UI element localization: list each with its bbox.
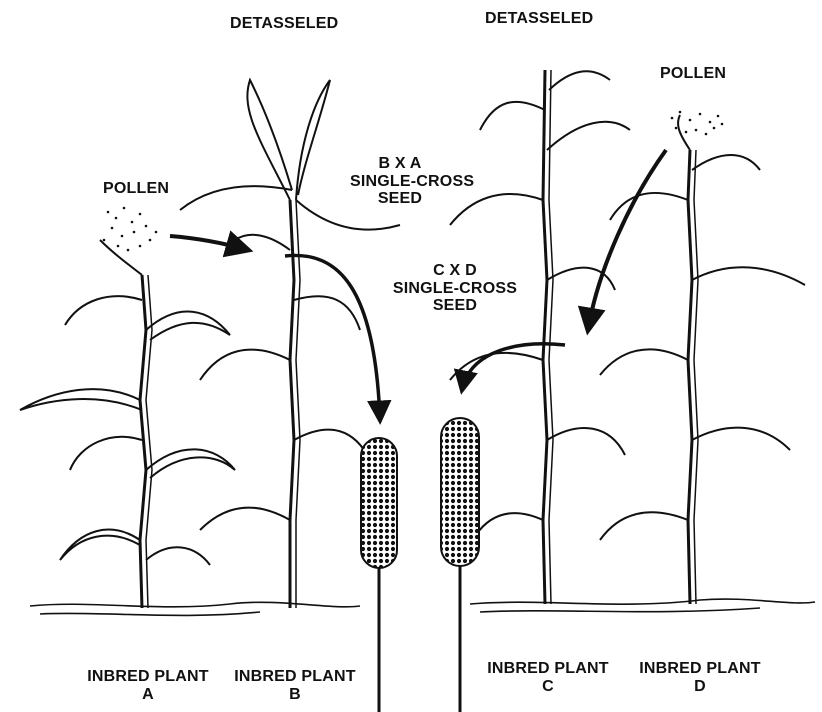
seed-ear-cxd bbox=[441, 418, 479, 566]
bxa-cross-label: B X A bbox=[350, 155, 450, 173]
plant-label-a: INBRED PLANT A bbox=[78, 668, 218, 703]
seed-ear-bxa bbox=[361, 438, 397, 568]
cxd-cross-label: C X D bbox=[385, 262, 525, 280]
plant-c-name: INBRED PLANT bbox=[478, 660, 618, 678]
pollen-label-right: POLLEN bbox=[660, 65, 726, 83]
bxa-single-cross-label: SINGLE-CROSS bbox=[350, 173, 450, 191]
pollen-arrow-right bbox=[588, 150, 666, 330]
cxd-seed-label: C X D SINGLE-CROSS SEED bbox=[385, 262, 525, 315]
detasseled-label-left: DETASSELED bbox=[230, 15, 338, 33]
plant-d bbox=[600, 115, 805, 604]
detasseled-label-right: DETASSELED bbox=[485, 10, 593, 28]
bxa-seed-label: B X A SINGLE-CROSS SEED bbox=[350, 155, 450, 208]
plant-a bbox=[20, 240, 235, 608]
pollen-label-left: POLLEN bbox=[103, 180, 169, 198]
plant-label-b: INBRED PLANT B bbox=[225, 668, 365, 703]
ground-right bbox=[470, 599, 815, 612]
cxd-seed-word: SEED bbox=[385, 297, 525, 315]
plant-label-c: INBRED PLANT C bbox=[478, 660, 618, 695]
plant-a-name: INBRED PLANT bbox=[78, 668, 218, 686]
plant-d-name: INBRED PLANT bbox=[630, 660, 770, 678]
pollen-cloud-left bbox=[103, 207, 158, 252]
plant-b-letter: B bbox=[225, 686, 365, 704]
bxa-seed-word: SEED bbox=[350, 190, 450, 208]
plant-a-letter: A bbox=[78, 686, 218, 704]
plant-c-letter: C bbox=[478, 678, 618, 696]
ground-left bbox=[30, 602, 360, 615]
plant-b-name: INBRED PLANT bbox=[225, 668, 365, 686]
plant-label-d: INBRED PLANT D bbox=[630, 660, 770, 695]
plant-d-letter: D bbox=[630, 678, 770, 696]
cxd-single-cross-label: SINGLE-CROSS bbox=[385, 280, 525, 298]
